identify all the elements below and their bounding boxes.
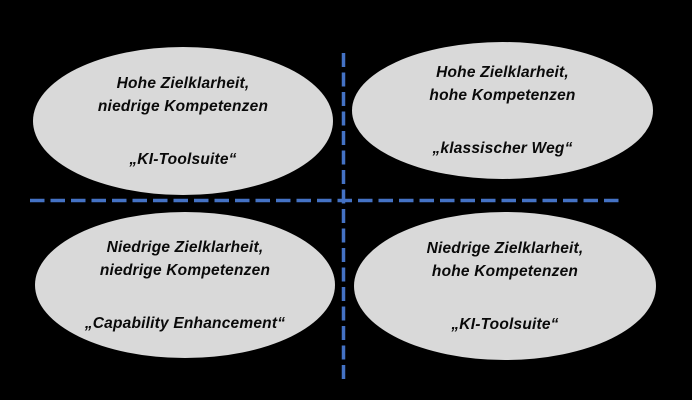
quadrant-line1: Niedrige Zielklarheit, [426,239,584,257]
quadrant-line2: niedrige Kompetenzen [97,97,269,115]
quadrant-strategy-label: „KI-Toolsuite“ [451,315,559,333]
quadrant-ellipse-top-left: Hohe Zielklarheit, niedrige Kompetenzen … [33,47,333,195]
quadrant-line2: niedrige Kompetenzen [99,261,271,279]
quadrant-strategy-label: „klassischer Weg“ [432,140,573,157]
quadrant-ellipse-top-right: Hohe Zielklarheit, hohe Kompetenzen „kla… [352,42,653,179]
quadrant-line1: Hohe Zielklarheit, [436,64,569,81]
quadrant-strategy-label: „Capability Enhancement“ [84,314,286,332]
quadrant-line2: hohe Kompetenzen [431,262,579,280]
quadrant-line1: Hohe Zielklarheit, [116,74,250,92]
quadrant-line2: hohe Kompetenzen [429,87,576,104]
quadrant-strategy-label: „KI-Toolsuite“ [129,150,237,168]
quadrant-ellipse-bottom-left: Niedrige Zielklarheit, niedrige Kompeten… [35,212,335,358]
quadrant-line1: Niedrige Zielklarheit, [106,238,264,256]
quadrant-ellipse-bottom-right: Niedrige Zielklarheit, hohe Kompetenzen … [354,212,656,360]
